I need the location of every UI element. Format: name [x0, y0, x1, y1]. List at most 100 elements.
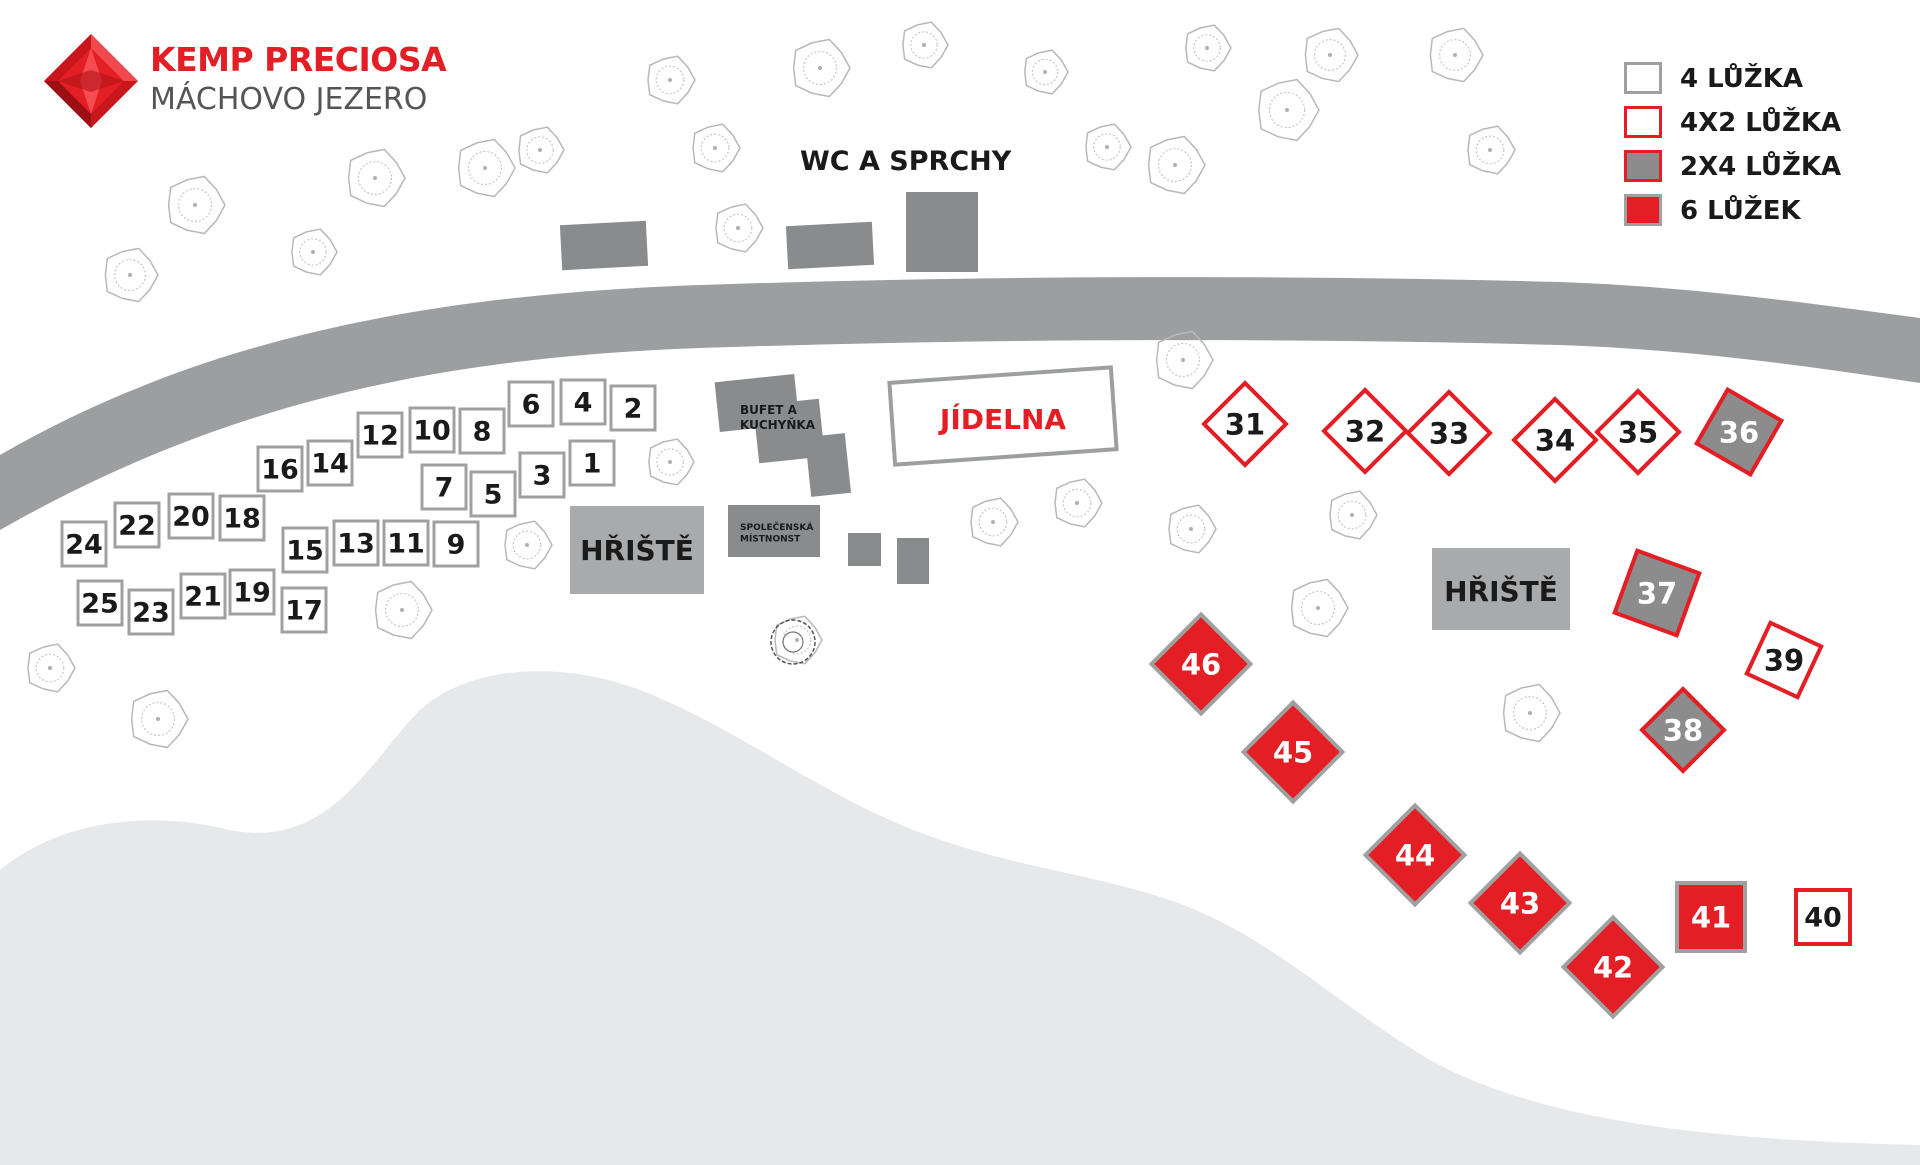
legend-label: 4 LŮŽKA: [1680, 64, 1804, 94]
cabin-16[interactable]: 16: [256, 445, 304, 493]
tree-icon: [970, 497, 1019, 547]
cabin-4[interactable]: 4: [559, 378, 607, 426]
cabin-3[interactable]: 3: [518, 451, 566, 499]
cabin-number: 9: [447, 530, 466, 561]
dining-hall-label: JÍDELNA: [938, 402, 1066, 436]
cabin-1[interactable]: 1: [568, 439, 616, 487]
cabin-number: 1: [583, 449, 602, 480]
cabin-9[interactable]: 9: [432, 520, 480, 568]
small-building: [897, 538, 929, 584]
cabin-25[interactable]: 25: [76, 579, 124, 627]
legend-label: 6 LŮŽEK: [1680, 196, 1801, 226]
cabin-shape: [1744, 620, 1824, 700]
cabin-number: 5: [484, 480, 503, 511]
cabin-number: 35: [1618, 415, 1658, 449]
cabin-10[interactable]: 10: [408, 406, 456, 454]
cabin-shape: [568, 439, 616, 487]
cabin-shape: [76, 579, 124, 627]
tree-icon: [1155, 330, 1214, 390]
cabin-41[interactable]: 41: [1675, 881, 1747, 953]
cabin-45[interactable]: 45: [1240, 699, 1346, 805]
cabin-40[interactable]: 40: [1794, 888, 1852, 946]
dining-hall: [887, 365, 1119, 467]
cabin-34[interactable]: 34: [1511, 396, 1599, 484]
wc-building: [785, 221, 875, 270]
cabin-11[interactable]: 11: [382, 519, 430, 567]
cabin-shape: [1693, 386, 1785, 478]
cabin-32[interactable]: 32: [1321, 387, 1409, 475]
cabin-number: 7: [435, 473, 454, 504]
cabin-shape: [127, 588, 175, 636]
cabin-shape: [559, 378, 607, 426]
cabin-shape: [113, 501, 161, 549]
cabin-6[interactable]: 6: [507, 380, 555, 428]
cabin-37[interactable]: 37: [1612, 548, 1702, 638]
small-building: [848, 533, 881, 566]
cabin-number: 24: [65, 530, 103, 561]
cabin-shape: [280, 586, 328, 634]
wc-building: [906, 192, 978, 272]
cabin-number: 25: [81, 589, 119, 620]
logo: KEMP PRECIOSA MÁCHOVO JEZERO: [44, 34, 464, 134]
cabin-shape: [382, 519, 430, 567]
cabin-20[interactable]: 20: [167, 492, 215, 540]
tree-icon: [374, 580, 433, 640]
playground: [570, 506, 704, 594]
cabin-number: 38: [1663, 713, 1703, 747]
playground-label: HŘIŠTĚ: [580, 533, 694, 567]
tree-icon: [104, 247, 159, 303]
cabin-number: 18: [223, 504, 261, 535]
tree-icon: [1429, 27, 1484, 83]
cabin-8[interactable]: 8: [458, 407, 506, 455]
cabin-36[interactable]: 36: [1693, 386, 1785, 478]
cabin-number: 34: [1535, 423, 1575, 457]
cabin-shape: [432, 520, 480, 568]
cabin-number: 15: [286, 536, 324, 567]
cabin-13[interactable]: 13: [332, 519, 380, 567]
cabin-44[interactable]: 44: [1362, 802, 1468, 908]
cabin-2[interactable]: 2: [609, 384, 657, 432]
cabin-shape: [507, 380, 555, 428]
cabin-46[interactable]: 46: [1148, 611, 1254, 717]
cabin-23[interactable]: 23: [127, 588, 175, 636]
cabin-43[interactable]: 43: [1467, 850, 1573, 956]
legend-item: 2X4 LŮŽKA: [1622, 148, 1892, 192]
cabin-number: 16: [261, 455, 299, 486]
cabin-number: 20: [172, 502, 210, 533]
tree-icon: [504, 520, 553, 570]
cabin-12[interactable]: 12: [356, 411, 404, 459]
cabin-shape: [179, 572, 227, 620]
cabin-35[interactable]: 35: [1594, 388, 1682, 476]
playground: [1432, 548, 1570, 630]
cabin-number: 40: [1804, 903, 1842, 934]
cabin-15[interactable]: 15: [281, 526, 329, 574]
tree-icon: [1329, 490, 1378, 540]
cabin-38[interactable]: 38: [1639, 686, 1727, 774]
cabin-21[interactable]: 21: [179, 572, 227, 620]
cabin-7[interactable]: 7: [420, 463, 468, 511]
cabin-number: 2: [624, 394, 643, 425]
wc-building: [559, 220, 649, 271]
cabin-31[interactable]: 31: [1201, 380, 1289, 468]
tree-icon: [130, 689, 189, 749]
cabin-shape: [1639, 686, 1727, 774]
cabin-14[interactable]: 14: [306, 439, 354, 487]
cabin-number: 6: [522, 390, 541, 421]
cabin-18[interactable]: 18: [218, 494, 266, 542]
cabin-19[interactable]: 19: [228, 568, 276, 616]
cabin-24[interactable]: 24: [60, 520, 108, 568]
cabin-number: 44: [1395, 838, 1435, 872]
cabin-33[interactable]: 33: [1405, 389, 1493, 477]
tree-icon: [1024, 49, 1069, 95]
trees: [27, 21, 1561, 749]
tree-icon: [457, 138, 516, 198]
cabin-number: 37: [1637, 576, 1677, 610]
cabin-5[interactable]: 5: [469, 470, 517, 518]
cabin-39[interactable]: 39: [1744, 620, 1824, 700]
cabin-42[interactable]: 42: [1560, 914, 1666, 1020]
tree-icon: [648, 438, 695, 486]
cabin-17[interactable]: 17: [280, 586, 328, 634]
cabin-number: 46: [1181, 647, 1221, 681]
cabin-22[interactable]: 22: [113, 501, 161, 549]
